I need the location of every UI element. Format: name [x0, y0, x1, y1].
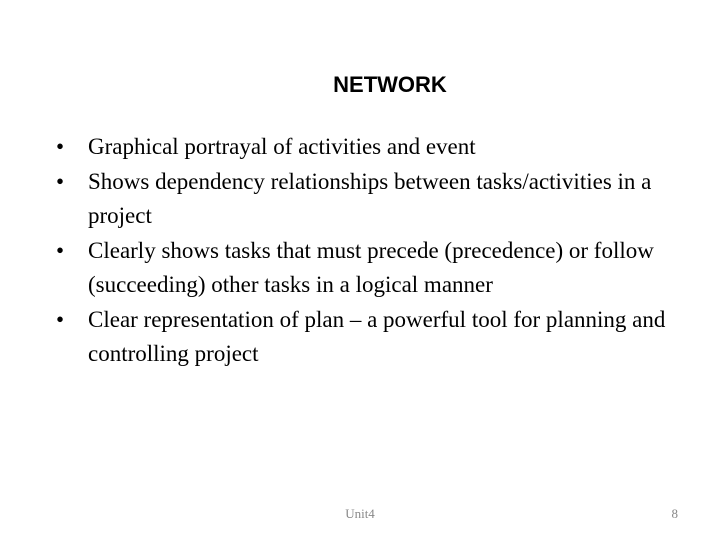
bullet-item: • Clearly shows tasks that must precede … — [56, 234, 676, 303]
slide-title: NETWORK — [333, 72, 447, 97]
bullet-text: Clearly shows tasks that must precede (p… — [88, 237, 654, 298]
bullet-list: • Graphical portrayal of activities and … — [56, 130, 676, 372]
bullet-icon: • — [56, 237, 65, 263]
footer-text: Unit4 — [345, 506, 375, 521]
bullet-item: • Clear representation of plan – a power… — [56, 303, 676, 372]
bullet-text: Clear representation of plan – a powerfu… — [88, 306, 666, 367]
bullet-item: • Shows dependency relationships between… — [56, 165, 676, 234]
page-number: 8 — [671, 506, 679, 521]
bullet-icon: • — [56, 306, 65, 332]
bullet-text: Shows dependency relationships between t… — [88, 168, 652, 229]
bullet-item: • Graphical portrayal of activities and … — [56, 130, 676, 165]
bullet-icon: • — [56, 134, 65, 159]
bullet-text: Graphical portrayal of activities and ev… — [88, 134, 476, 159]
bullet-icon: • — [56, 168, 65, 194]
